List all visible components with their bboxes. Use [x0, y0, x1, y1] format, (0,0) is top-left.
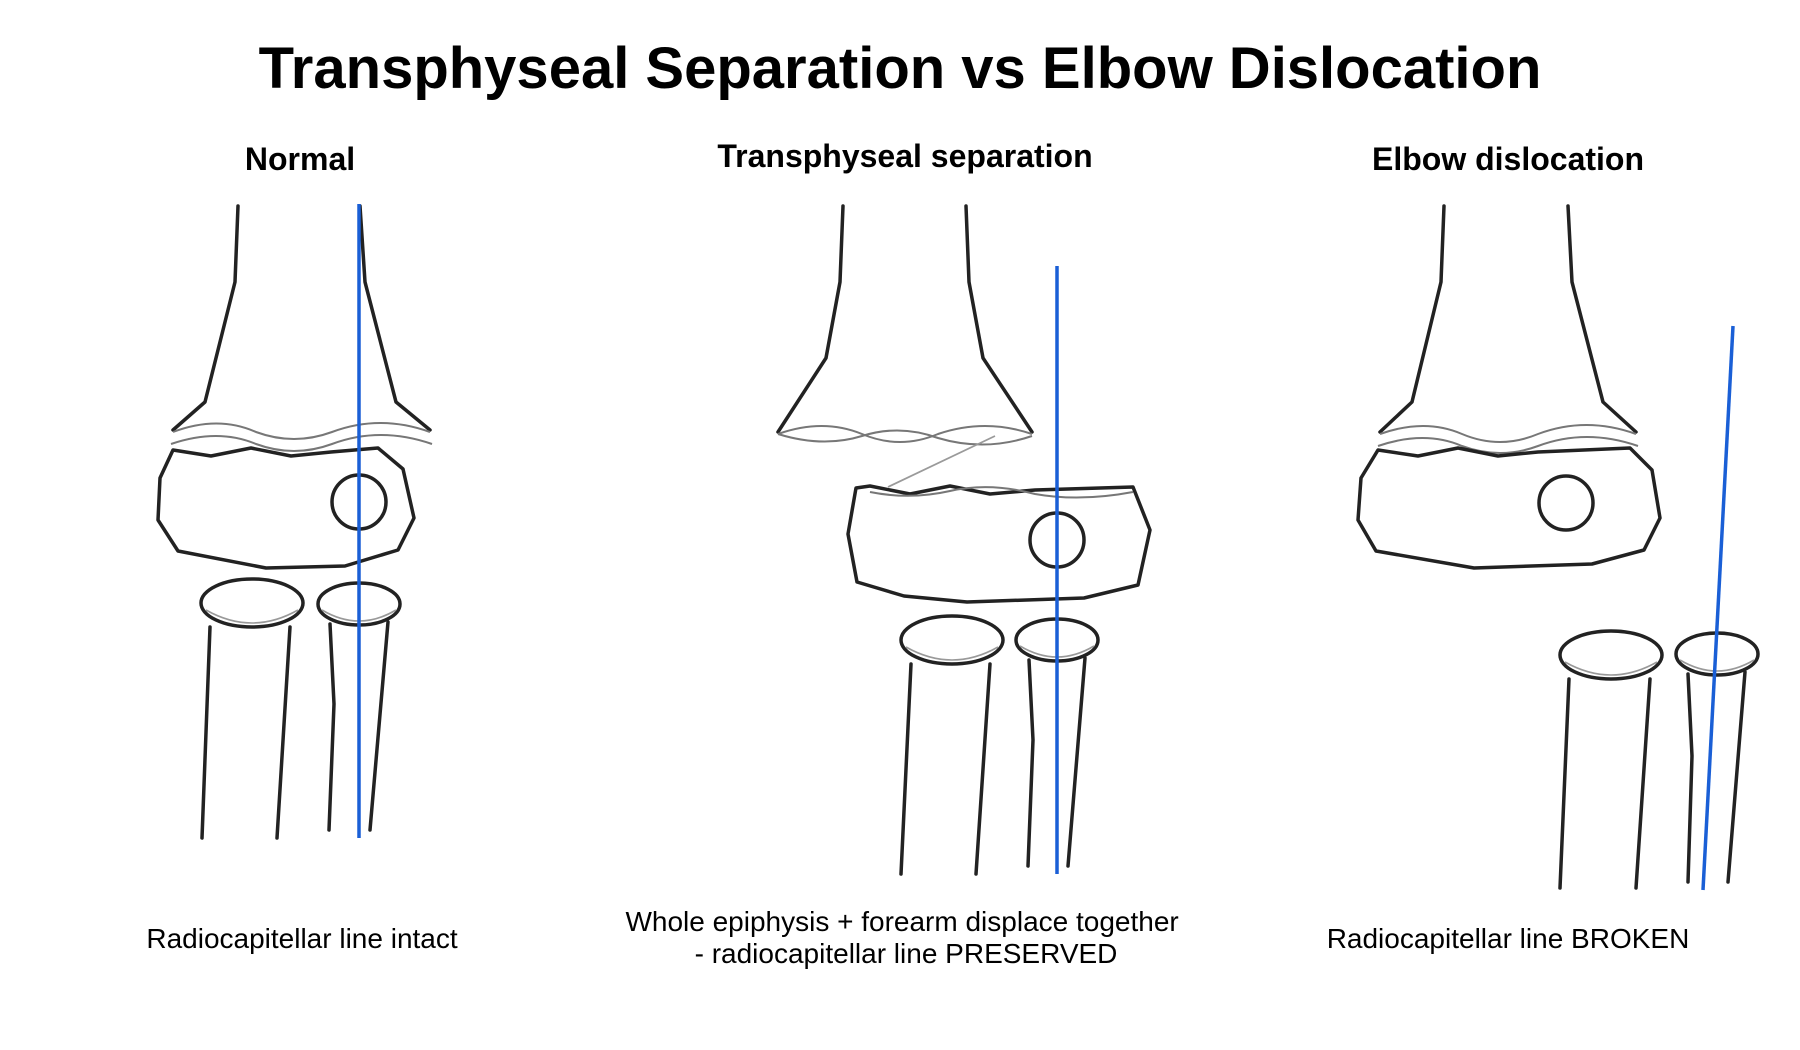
radius-shaft-outline — [1686, 672, 1694, 884]
ulna-shaft-outline — [899, 662, 913, 876]
caption-line: Radiocapitellar line BROKEN — [1327, 923, 1690, 954]
physis-line — [172, 422, 431, 440]
distal-humeral-epiphysis — [846, 484, 1152, 604]
radius-shaft-outline — [1026, 658, 1035, 868]
caption-line: Radiocapitellar line intact — [146, 923, 458, 954]
caption-line: - radiocapitellar line PRESERVED — [695, 938, 1118, 969]
panel-normal: Normal Radiocapitellar line intact — [146, 141, 458, 954]
ulna-head-rim — [205, 609, 299, 624]
panel-heading-normal: Normal — [245, 141, 355, 177]
physis-line — [1377, 436, 1639, 454]
epiphysis-transphyseal — [846, 484, 1152, 604]
humerus-dislocation — [1377, 204, 1639, 454]
ulna-shaft-outline — [974, 662, 992, 876]
physis-line — [170, 434, 433, 452]
radius-shaft-outline — [1066, 656, 1087, 868]
humerus-normal — [170, 204, 433, 452]
ulna-shaft-outline — [1558, 677, 1571, 890]
ulna-transphyseal — [899, 614, 1005, 876]
humerus-shaft-outline — [1378, 204, 1446, 434]
capitellum-ossification-center — [1537, 474, 1595, 532]
caption-line: Whole epiphysis + forearm displace toget… — [625, 906, 1178, 937]
ulna-head-rim — [1564, 661, 1658, 676]
humerus-shaft-outline — [358, 204, 432, 432]
ulna-head-rim — [905, 646, 999, 661]
physis-line — [1379, 424, 1637, 443]
radius-shaft-outline — [1726, 670, 1747, 884]
humerus-shaft-outline — [776, 204, 845, 434]
physis-line — [777, 429, 1033, 446]
panel-caption-normal: Radiocapitellar line intact — [146, 923, 458, 954]
ulna-proximal-end — [1558, 629, 1664, 681]
distal-humeral-epiphysis — [156, 446, 416, 570]
panel-caption-dislocation: Radiocapitellar line BROKEN — [1327, 923, 1690, 954]
ulna-dislocation — [1558, 629, 1664, 890]
epiphysis-normal — [156, 446, 416, 570]
epiphysis-physeal-edge — [869, 486, 1134, 499]
radius-shaft-outline — [327, 622, 336, 832]
ulna-shaft-outline — [275, 625, 292, 840]
ulna-shaft-outline — [1634, 677, 1652, 890]
ulna-shaft-outline — [200, 625, 212, 840]
humerus-shaft-outline — [1566, 204, 1638, 434]
panel-transphyseal: Transphyseal separation Wh — [625, 138, 1186, 969]
displacement-tether — [887, 435, 996, 488]
humerus-shaft-outline — [171, 204, 240, 432]
radiocapitellar-line-broken — [1701, 325, 1735, 891]
ulna-normal — [199, 577, 305, 840]
humerus-transphyseal — [776, 204, 1034, 488]
radial-head-rim — [1679, 659, 1755, 672]
physis-line — [777, 425, 1033, 443]
radius-dislocation — [1674, 631, 1760, 884]
ulna-proximal-end — [199, 577, 305, 629]
panel-heading-transphyseal: Transphyseal separation — [717, 138, 1092, 174]
humerus-shaft-outline — [964, 204, 1034, 434]
ulna-proximal-end — [899, 614, 1005, 666]
distal-humeral-epiphysis — [1356, 446, 1662, 570]
figure-title: Transphyseal Separation vs Elbow Disloca… — [259, 36, 1542, 101]
panel-dislocation: Elbow dislocation Radiocapitellar line B — [1327, 141, 1760, 954]
epiphysis-dislocation — [1356, 446, 1662, 570]
panel-caption-transphyseal: Whole epiphysis + forearm displace toget… — [625, 906, 1186, 969]
radius-shaft-outline — [368, 620, 390, 832]
panel-heading-dislocation: Elbow dislocation — [1372, 141, 1644, 177]
